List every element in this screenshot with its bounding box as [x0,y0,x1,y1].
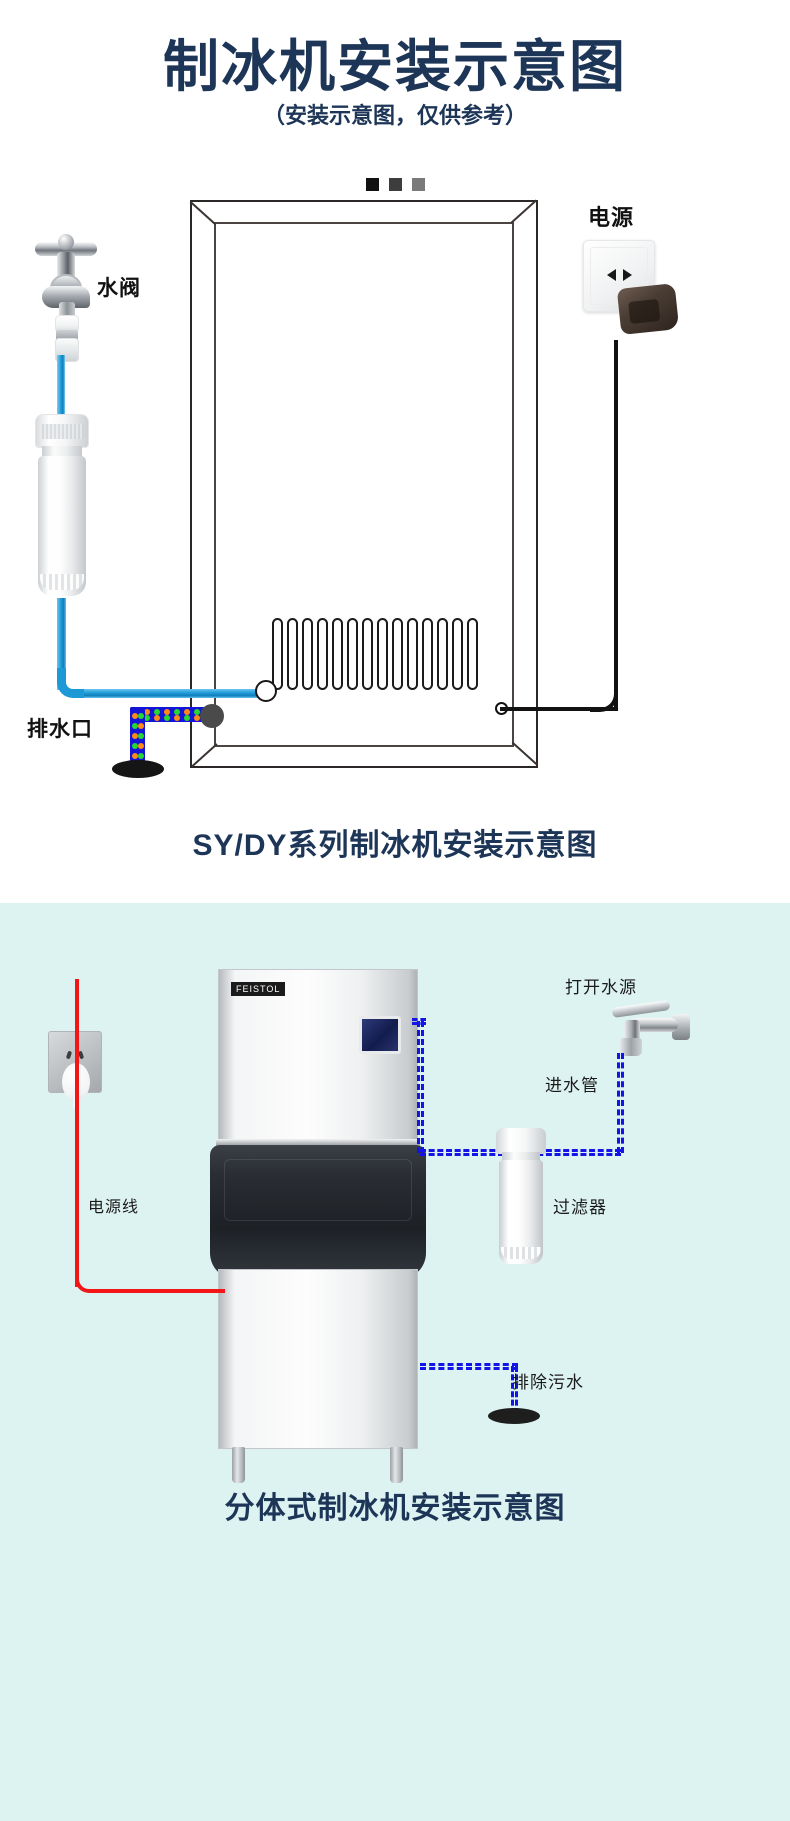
brand-badge: FEISTOL [231,982,286,996]
faucet-body [42,286,90,308]
floor-drain-icon [112,760,164,778]
page-subtitle: （安装示意图，仅供参考） [262,103,527,128]
supply-tube-horizontal [84,689,266,698]
filter-cap [35,414,89,448]
socket-hole-left [607,269,616,281]
drain-pipe-vertical [511,1366,518,1414]
faucet-icon [28,230,108,362]
power-cord-vertical [614,340,618,710]
label-power-cord: 电源线 [88,1199,140,1216]
faucet-icon [600,998,696,1060]
faucet-connector [55,338,79,362]
inlet-pipe-seg-to-filter [520,1149,621,1156]
filter-bowl [499,1160,543,1264]
label-power: 电源 [588,205,635,230]
diagram1-caption: SY/DY系列制冰机安装示意图 [192,829,598,862]
label-drain-outlet: 排水口 [27,718,93,741]
machine-leg-left [232,1447,245,1483]
ice-machine-image: FEISTOL [210,969,426,1483]
supply-tube-elbow [57,668,87,698]
power-cord-vertical [75,979,79,1287]
decorative-dots [0,176,790,194]
machine-lower-panel [218,1269,418,1449]
section-split-type-diagram: FEISTOL 电源线 打开水源 [0,903,790,1821]
water-filter-icon [35,414,89,604]
faucet-nut [56,330,78,340]
drain-port [200,704,224,728]
dot-black-icon [365,178,379,192]
drain-pipe-horizontal [420,1363,518,1370]
condenser-coil-icon [272,618,484,690]
dot-gray-icon [411,178,425,192]
inlet-pipe-seg-riser [417,1021,424,1153]
label-water-valve: 水阀 [97,277,141,300]
bin-chrome-trim [216,1139,420,1148]
faucet-spout [620,1038,642,1056]
label-open-water-source: 打开水源 [565,978,637,997]
control-display [359,1016,401,1054]
filter-bowl [38,456,86,596]
label-drain-waste: 排除污水 [512,1373,584,1392]
power-plug-icon [616,283,680,335]
drain-hose-horizontal [130,707,212,722]
supply-tube-vertical [57,598,66,690]
inlet-pipe-seg-faucet-down [617,1053,624,1153]
supply-tube-upper [57,355,65,417]
water-inlet-port [255,680,277,702]
filter-neck [502,1152,540,1162]
wall-socket-icon [583,240,680,335]
ice-bin-lid [210,1145,426,1279]
floor-drain-icon [488,1408,540,1424]
water-filter-icon [496,1128,546,1268]
socket-hole-right [623,269,632,281]
filter-cap [496,1128,546,1154]
section-sy-dy-diagram: 制冰机安装示意图 （安装示意图，仅供参考） 水阀 [0,0,790,1000]
filter-neck [42,446,82,458]
faucet-barrel [630,1018,678,1032]
power-cord-horizontal [500,707,618,711]
faucet-handle-cap [58,234,74,250]
label-filter: 过滤器 [553,1198,607,1217]
power-cord-horizontal [99,1289,225,1293]
dot-dark-gray-icon [388,178,402,192]
faucet-lever [611,1000,671,1018]
machine-leg-right [390,1447,403,1483]
power-cord-elbow [75,1267,101,1293]
faucet-nozzle [59,302,75,318]
inlet-pipe-seg-to-machine [412,1018,426,1025]
page-title: 制冰机安装示意图 [163,35,627,98]
label-inlet-pipe: 进水管 [545,1076,599,1095]
diagram2-caption: 分体式制冰机安装示意图 [224,1492,566,1525]
inlet-pipe-seg-filter-to-riser [420,1149,504,1156]
drain-hose-vertical [130,707,145,769]
machine-top-panel: FEISTOL [218,969,418,1147]
